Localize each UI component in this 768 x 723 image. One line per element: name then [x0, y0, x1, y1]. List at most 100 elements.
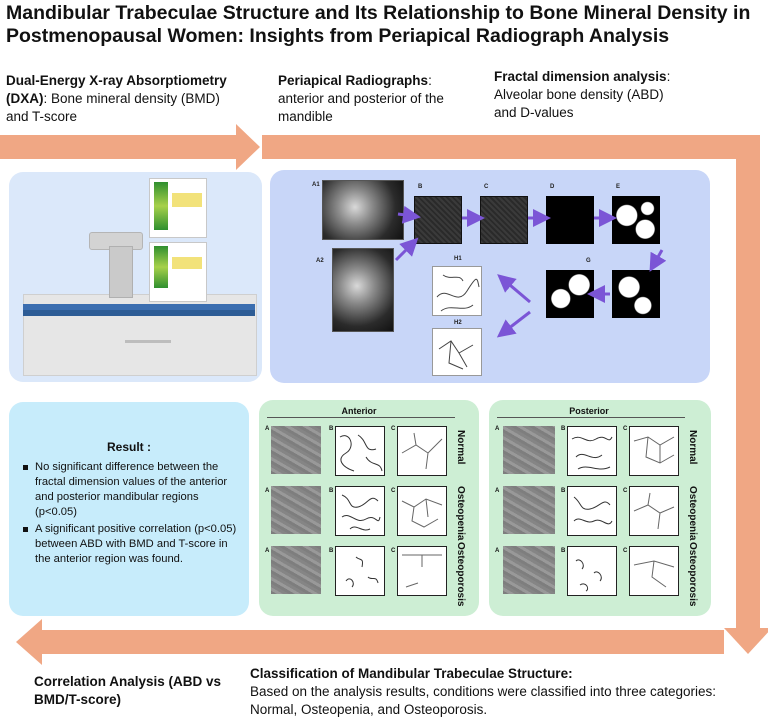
flow-arrow-2-band — [262, 135, 760, 159]
dxa-step: Dual-Energy X-ray Absorptiometry (DXA): … — [6, 72, 236, 126]
label-h1: H1 — [454, 256, 462, 262]
posterior-rule — [497, 417, 685, 418]
ant-row-label-osteoporosis: Osteoporosis — [455, 542, 466, 607]
label-a1: A1 — [312, 182, 320, 188]
ant-r3-label-b: B — [329, 548, 334, 554]
skeleton-h1 — [432, 266, 482, 316]
ant-r1-label-a: A — [265, 426, 270, 432]
page-title: Mandibular Trabeculae Structure and Its … — [6, 2, 751, 47]
dxa-report-sheet-2 — [149, 242, 207, 302]
fractal-step-head: Fractal dimension analysis — [494, 69, 667, 84]
periapical-step-body: : anterior and posterior of the mandible — [278, 73, 444, 124]
post-r2-skeleton — [629, 486, 679, 536]
arrow-e-f — [649, 249, 667, 272]
ant-r3-label-c: C — [391, 548, 396, 554]
label-h2: H2 — [454, 320, 462, 326]
roi-c — [480, 196, 528, 244]
flow-arrow-1-head — [236, 124, 260, 170]
posterior-panel: Posterior A B C A B C A B C Normal Osteo… — [489, 400, 711, 616]
ant-r1-binary-lines — [339, 434, 383, 472]
flow-arrow-back-band — [40, 630, 724, 654]
roi-e — [612, 196, 660, 244]
label-g: G — [586, 258, 591, 264]
ant-r1-label-c: C — [391, 426, 396, 432]
label-d: D — [550, 184, 555, 190]
ant-r1-skeleton — [397, 426, 447, 476]
ant-r3-binary — [335, 546, 385, 596]
ant-r2-label-c: C — [391, 488, 396, 494]
fractal-step: Fractal dimension analysis: Alveolar bon… — [494, 68, 684, 122]
skeleton-h1-lines — [436, 274, 480, 312]
result-list: No significant difference between the fr… — [23, 458, 241, 567]
post-row-label-osteoporosis: Osteoporosis — [687, 542, 698, 607]
ant-r2-label-a: A — [265, 488, 270, 494]
flow-arrow-1-band — [0, 135, 238, 159]
dxa-chart-image — [172, 193, 202, 207]
post-r2-photo — [503, 486, 555, 534]
ant-r2-binary — [335, 486, 385, 536]
process-panel: A1 A2 B C D E F G H1 H2 — [270, 170, 710, 383]
ant-r1-binary — [335, 426, 385, 476]
label-c: C — [484, 184, 489, 190]
dxa-step-head: Dual-Energy X-ray Absorptiometry (DXA) — [6, 73, 227, 106]
dxa-spine-image — [154, 182, 168, 230]
post-row-label-normal: Normal — [687, 430, 698, 465]
post-r3-photo — [503, 546, 555, 594]
flow-arrow-down-band — [736, 135, 760, 630]
ant-row-label-osteopenia: Osteopenia — [455, 486, 466, 541]
correlation-head: Correlation Analysis (ABD vs BMD/T-score… — [34, 674, 222, 707]
post-r2-binary-lines — [573, 496, 613, 525]
post-r3-skeleton-lines — [633, 560, 675, 588]
post-r1-label-b: B — [561, 426, 566, 432]
periapical-step: Periapical Radiographs: anterior and pos… — [278, 72, 478, 126]
dxa-scanner-handle — [125, 340, 171, 343]
dxa-step-body: : Bone mineral density (BMD) and T-score — [6, 91, 220, 124]
roi-b — [414, 196, 462, 244]
post-r3-skeleton — [629, 546, 679, 596]
post-r1-photo — [503, 426, 555, 474]
arrow-a1-b — [397, 205, 421, 224]
label-b: B — [418, 184, 423, 190]
ant-r2-skeleton — [397, 486, 447, 536]
ant-r1-label-b: B — [329, 426, 334, 432]
anterior-title: Anterior — [341, 406, 377, 416]
post-r1-binary — [567, 426, 617, 476]
anterior-panel: Anterior A B C A B C A B C Normal Osteop… — [259, 400, 479, 616]
post-r1-binary-lines — [571, 436, 613, 470]
ant-r2-binary-lines — [341, 494, 381, 531]
result-title: Result : — [106, 440, 151, 454]
flow-arrow-down-head — [724, 628, 768, 654]
post-r2-label-c: C — [623, 488, 628, 494]
classification-body: Based on the analysis results, condition… — [250, 684, 717, 717]
post-r1-label-a: A — [495, 426, 500, 432]
post-r1-skeleton — [629, 426, 679, 476]
dxa-scanner-pad — [23, 310, 255, 316]
classification-head: Classification of Mandibular Trabeculae … — [250, 666, 573, 681]
process-arrows — [394, 205, 667, 338]
anterior-rule — [267, 417, 455, 418]
dxa-arm-column — [109, 246, 133, 298]
arrow-g-h1 — [497, 274, 531, 304]
roi-g — [546, 270, 594, 318]
flow-arrow-back-head — [16, 619, 42, 665]
roi-f — [612, 270, 660, 318]
result-panel: Result : No significant difference betwe… — [9, 402, 249, 616]
fractal-step-body: : Alveolar bone density (ABD) and D-valu… — [494, 69, 671, 120]
post-r2-label-b: B — [561, 488, 566, 494]
radiograph-posterior — [332, 248, 394, 332]
post-r3-label-b: B — [561, 548, 566, 554]
periapical-step-head: Periapical Radiographs — [278, 73, 429, 88]
ant-row-label-normal: Normal — [455, 430, 466, 465]
post-r3-label-c: C — [623, 548, 628, 554]
skeleton-h2-lines — [438, 340, 474, 370]
ant-r3-photo — [271, 546, 321, 594]
label-a2: A2 — [316, 258, 324, 264]
post-r3-label-a: A — [495, 548, 500, 554]
dxa-panel — [9, 172, 262, 382]
ant-r1-photo — [271, 426, 321, 474]
label-e: E — [616, 184, 621, 190]
ant-r3-label-a: A — [265, 548, 270, 554]
dxa-hip-image — [154, 246, 168, 288]
post-r1-label-c: C — [623, 426, 628, 432]
post-r2-skeleton-lines — [633, 492, 675, 530]
